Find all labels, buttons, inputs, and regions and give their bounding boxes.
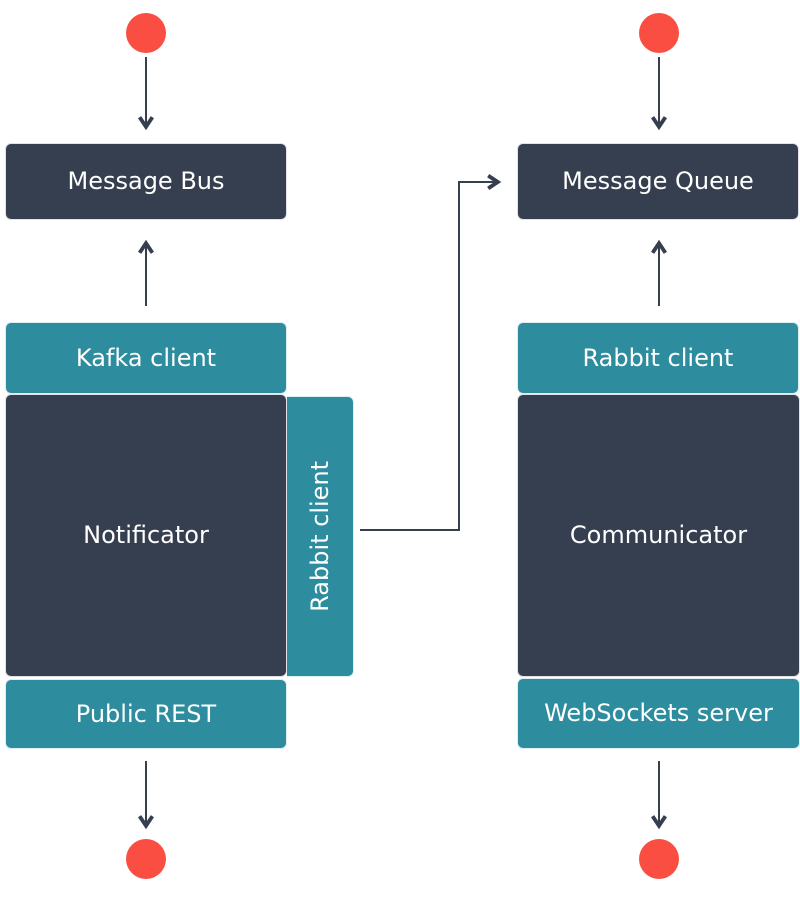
node-rabbit-client-top: Rabbit client	[517, 322, 799, 394]
node-message-queue: Message Queue	[517, 143, 799, 220]
node-websockets-server: WebSockets server	[517, 678, 800, 749]
node-message-bus-label: Message Bus	[67, 167, 225, 196]
node-communicator: Communicator	[517, 394, 800, 677]
node-message-queue-label: Message Queue	[562, 167, 754, 196]
endpoint-dot-top-left	[126, 13, 166, 53]
endpoint-dot-top-right	[639, 13, 679, 53]
node-communicator-label: Communicator	[569, 521, 748, 550]
node-kafka-client: Kafka client	[5, 322, 287, 394]
arrow-notificator-to-queue	[360, 174, 502, 531]
endpoint-dot-bottom-left	[126, 839, 166, 879]
node-notificator-label: Notificator	[83, 521, 209, 550]
node-rabbit-client-side: Rabbit client	[287, 396, 354, 677]
node-message-bus: Message Bus	[5, 143, 287, 220]
node-rabbit-client-top-label: Rabbit client	[582, 343, 734, 372]
node-notificator: Notificator	[5, 394, 287, 677]
node-public-rest: Public REST	[5, 679, 287, 749]
node-rabbit-client-side-label: Rabbit client	[305, 461, 334, 612]
node-kafka-client-label: Kafka client	[75, 343, 217, 372]
node-public-rest-label: Public REST	[75, 699, 217, 728]
node-websockets-server-label: WebSockets server	[544, 699, 773, 728]
endpoint-dot-bottom-right	[639, 839, 679, 879]
